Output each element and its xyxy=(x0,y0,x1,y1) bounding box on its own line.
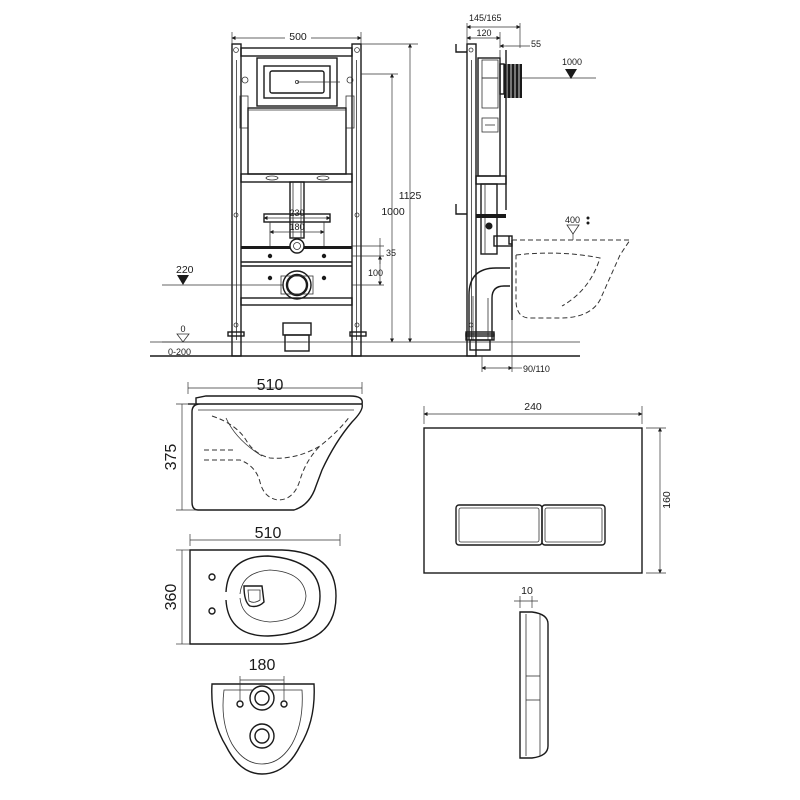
cistern xyxy=(247,107,347,175)
bowl-top-view: 510 360 xyxy=(163,525,341,645)
side-post xyxy=(466,43,477,357)
floor-range-label: 0-200 xyxy=(168,347,191,357)
top-bowl-outline xyxy=(189,549,337,645)
top-length-label: 510 xyxy=(255,525,282,542)
plate-height-label: 160 xyxy=(661,491,673,509)
inlet-level-label: 1000 xyxy=(562,57,582,67)
flush-button-right xyxy=(541,504,606,546)
plate-width-label: 240 xyxy=(524,401,542,413)
side-length-label: 510 xyxy=(257,377,284,394)
frame-height-label: 1000 xyxy=(381,206,405,218)
side-bowl-outline xyxy=(512,239,631,319)
top-width-label: 360 xyxy=(163,584,180,611)
bowl-level-label: 400 xyxy=(565,215,580,225)
inlet-valve xyxy=(504,64,522,98)
total-height-label: 1125 xyxy=(399,190,422,202)
bowl-side-view: 510 375 xyxy=(163,377,363,511)
outlet-level-label: 220 xyxy=(176,264,194,276)
bolt-outer-label: 230 xyxy=(289,208,304,218)
plate-side-profile xyxy=(519,611,549,759)
outlet-offset-label: 100 xyxy=(368,268,383,278)
flush-button-left xyxy=(455,504,543,546)
flush-plate xyxy=(423,427,643,574)
floor-level-label: 0 xyxy=(180,324,185,334)
bowl-rear-view: 180 xyxy=(211,657,315,775)
outlet-range-label: 90/110 xyxy=(523,364,550,374)
depth-label: 120 xyxy=(476,28,491,38)
side-height-label: 375 xyxy=(163,444,180,471)
side-bowl-body xyxy=(188,403,363,511)
right-post xyxy=(351,43,362,357)
frame-width-label: 500 xyxy=(289,31,307,43)
bolt-inner-label: 180 xyxy=(289,222,304,232)
left-post xyxy=(231,43,242,357)
rear-bolt-label: 180 xyxy=(249,657,276,674)
pipe-offset-label: 35 xyxy=(386,248,396,258)
rear-bowl-outline xyxy=(211,683,315,775)
flush-plate-side-view: 10 xyxy=(514,585,549,759)
frame-front-view: 500 1125 1000 230 180 35 100 220 0 0 xyxy=(150,30,580,357)
flush-pipe xyxy=(289,181,305,239)
depth-range-label: 145/165 xyxy=(469,13,502,23)
flush-plate-front-view: 240 160 xyxy=(423,401,673,574)
side-cistern xyxy=(477,57,501,177)
frame-side-view: 145/165 120 55 1000 400 90/110 xyxy=(455,13,631,374)
top-rail xyxy=(240,47,353,57)
plate-thickness-label: 10 xyxy=(521,585,533,597)
flush-offset-label: 55 xyxy=(531,39,541,49)
